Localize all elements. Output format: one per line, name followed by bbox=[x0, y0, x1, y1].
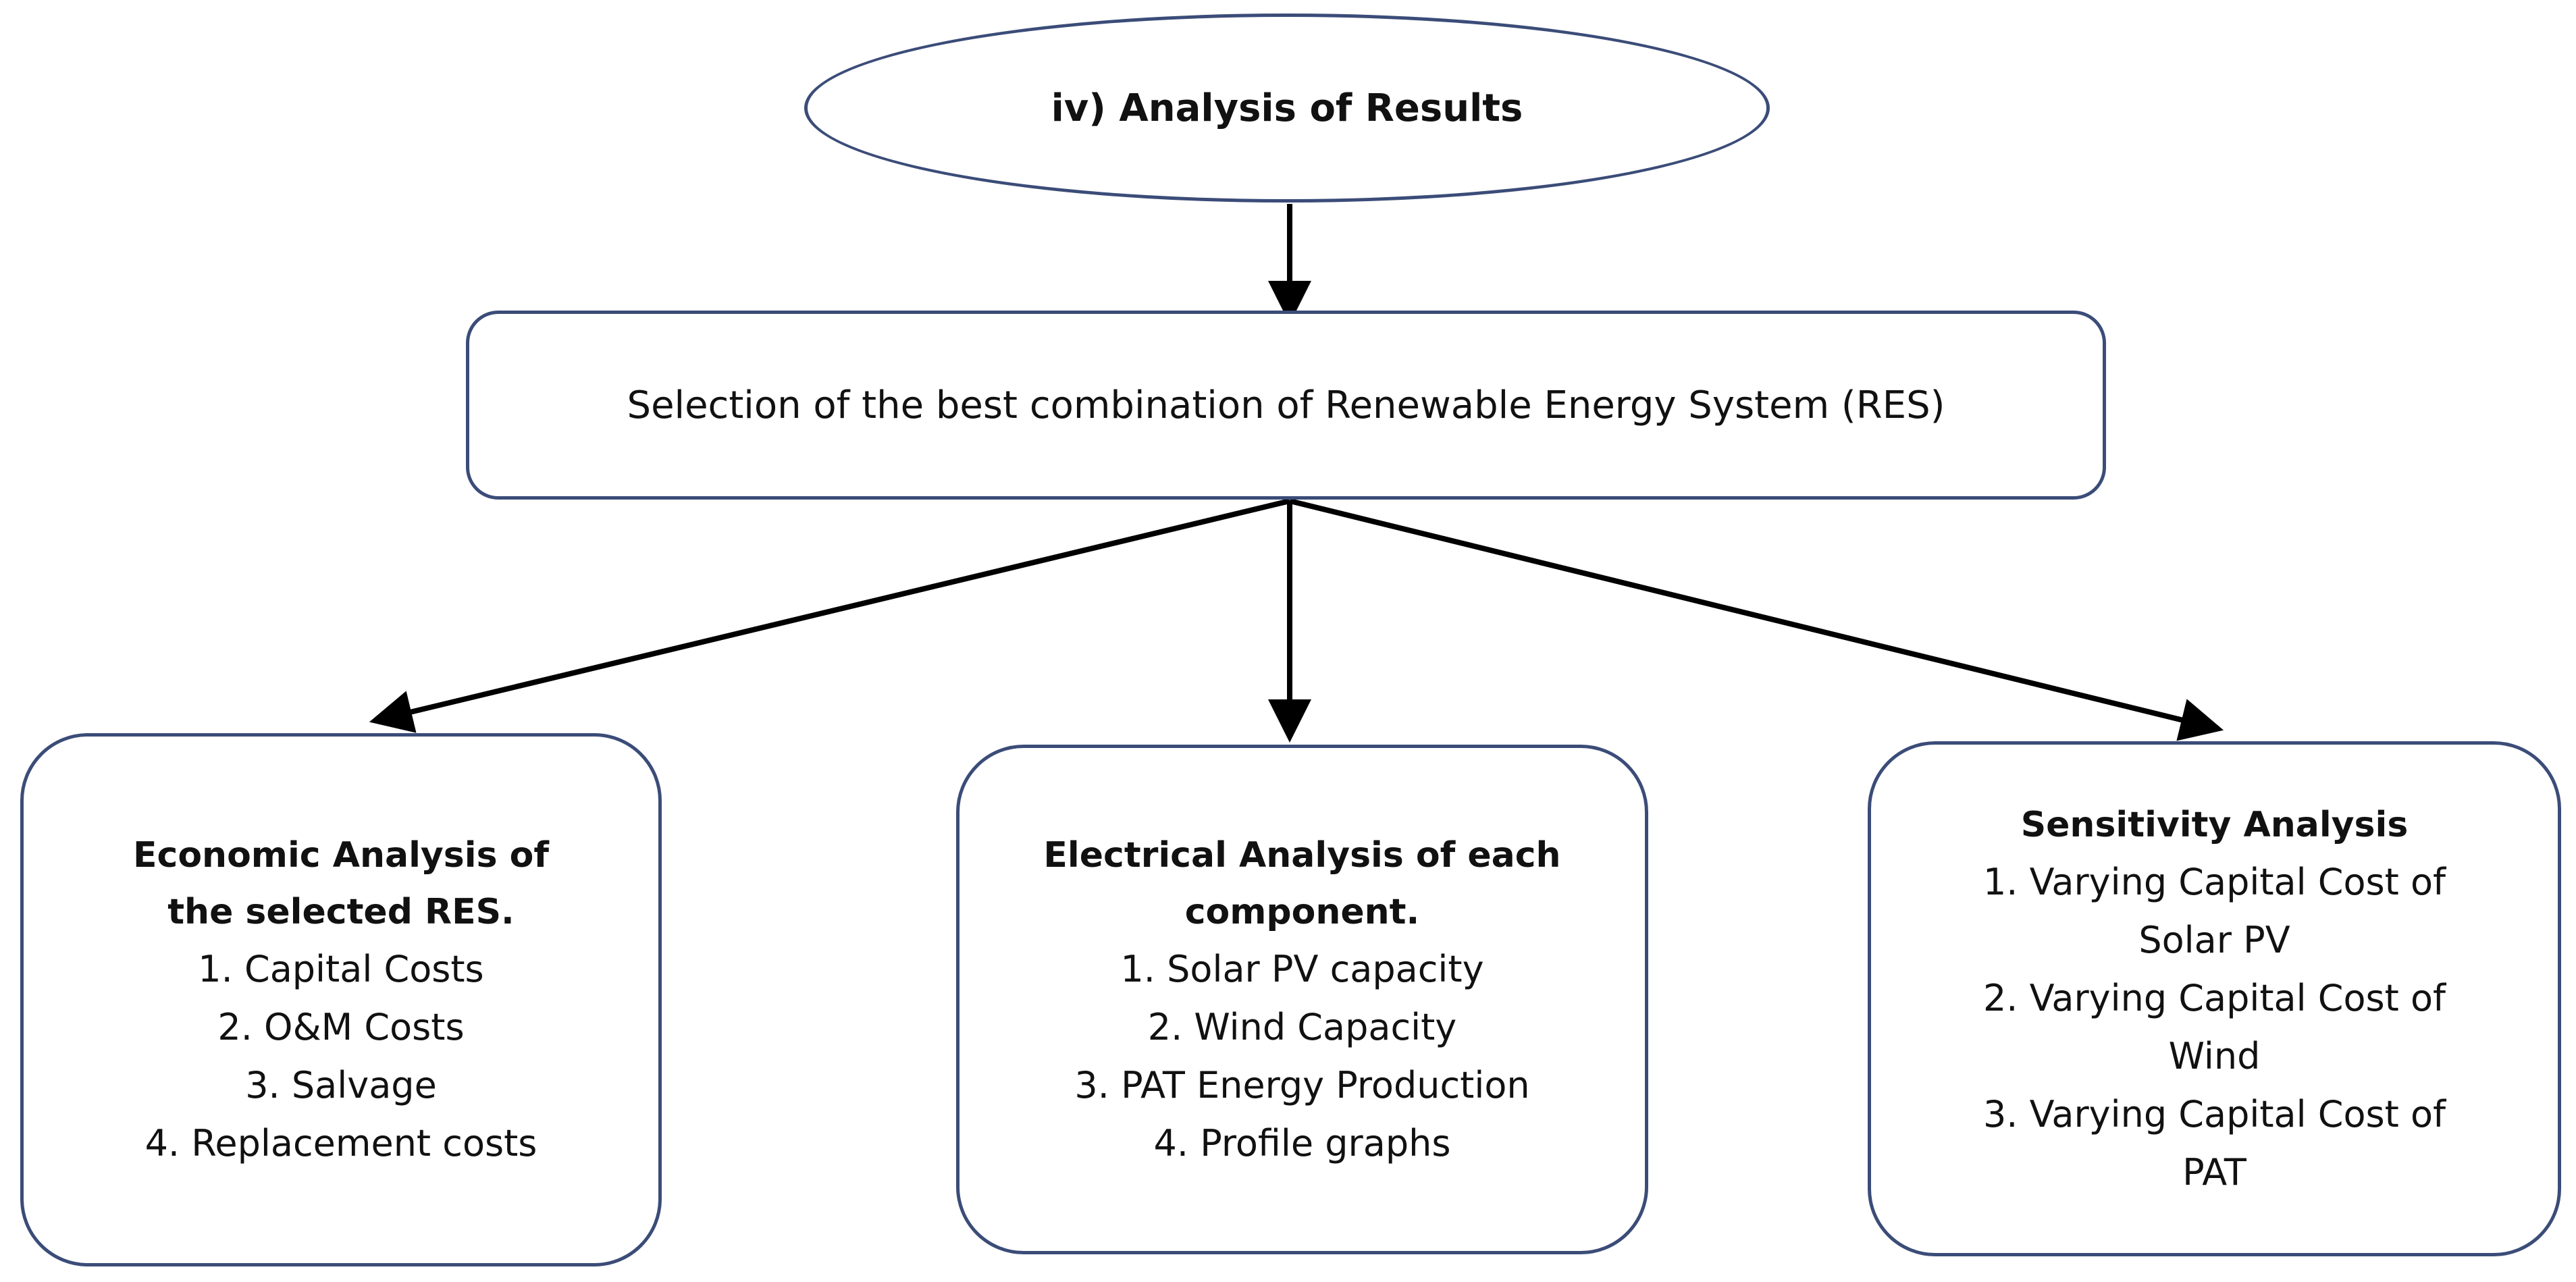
electrical-item: 2. Wind Capacity bbox=[1147, 1005, 1457, 1048]
arrow-selection-to-economic bbox=[369, 498, 1290, 733]
electrical-analysis-box: Electrical Analysis of each component. 1… bbox=[956, 745, 1648, 1254]
sensitivity-item: Wind bbox=[2168, 1034, 2261, 1077]
res-selection-node: Selection of the best combination of Ren… bbox=[466, 311, 2106, 500]
sensitivity-analysis-box: Sensitivity Analysis 1. Varying Capital … bbox=[1868, 741, 2561, 1256]
electrical-item: 1. Solar PV capacity bbox=[1120, 947, 1484, 990]
sensitivity-analysis-list: 1. Varying Capital Cost of Solar PV 2. V… bbox=[1983, 853, 2446, 1202]
sensitivity-item: 3. Varying Capital Cost of bbox=[1982, 1092, 2446, 1136]
sensitivity-item: 2. Varying Capital Cost of bbox=[1982, 976, 2446, 1019]
electrical-item: 4. Profile graphs bbox=[1153, 1121, 1451, 1165]
sensitivity-item: Solar PV bbox=[2138, 918, 2290, 961]
economic-analysis-list: 1. Capital Costs 2. O&M Costs 3. Salvage… bbox=[145, 940, 537, 1173]
economic-analysis-box: Economic Analysis of the selected RES. 1… bbox=[20, 733, 662, 1266]
electrical-item: 3. PAT Energy Production bbox=[1074, 1063, 1530, 1106]
electrical-analysis-heading-line-1: Electrical Analysis of each bbox=[1043, 834, 1561, 876]
economic-item: 2. O&M Costs bbox=[217, 1006, 465, 1048]
economic-item: 3. Salvage bbox=[245, 1064, 437, 1106]
analysis-of-results-node: iv) Analysis of Results bbox=[804, 14, 1770, 203]
sensitivity-item: 1. Varying Capital Cost of bbox=[1982, 860, 2446, 903]
analysis-of-results-label: iv) Analysis of Results bbox=[1051, 86, 1523, 130]
sensitivity-item: PAT bbox=[2182, 1150, 2246, 1194]
economic-item: 4. Replacement costs bbox=[144, 1122, 537, 1165]
electrical-analysis-heading-line-2: component. bbox=[1184, 891, 1420, 932]
economic-item: 1. Capital Costs bbox=[198, 948, 484, 990]
arrow-selection-to-sensitivity bbox=[1289, 498, 2224, 741]
economic-analysis-heading-line-1: Economic Analysis of bbox=[132, 835, 549, 876]
electrical-analysis-list: 1. Solar PV capacity 2. Wind Capacity 3.… bbox=[1074, 940, 1529, 1173]
economic-analysis-heading-line-2: the selected RES. bbox=[167, 892, 515, 932]
sensitivity-analysis-heading: Sensitivity Analysis bbox=[2020, 804, 2409, 845]
res-selection-label: Selection of the best combination of Ren… bbox=[627, 383, 1945, 427]
